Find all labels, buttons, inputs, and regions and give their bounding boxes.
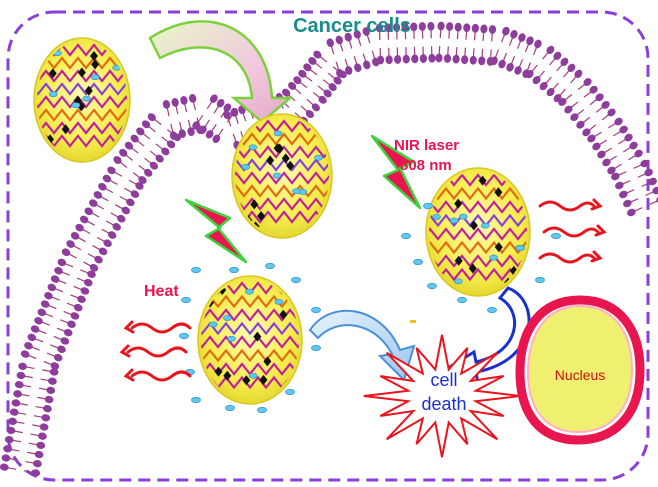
nanoparticle-icon bbox=[425, 167, 531, 297]
nanoparticle-icon bbox=[197, 275, 303, 405]
drug-molecule-icon bbox=[515, 244, 525, 252]
nucleus-label: Nucleus bbox=[555, 367, 606, 383]
heat-wave-icon bbox=[119, 320, 192, 382]
laser-label: NIR laser bbox=[394, 137, 459, 154]
heat-wave-icon bbox=[538, 198, 607, 264]
drug-molecule-icon bbox=[191, 266, 201, 274]
nanoparticles bbox=[33, 37, 531, 405]
drug-molecule-icon bbox=[535, 276, 545, 284]
drug-molecule-icon bbox=[413, 258, 423, 266]
drug-molecule-icon bbox=[229, 266, 239, 274]
drug-molecule-icon bbox=[179, 332, 189, 340]
drug-molecule-icon bbox=[423, 202, 433, 210]
drug-molecule-icon bbox=[487, 306, 497, 314]
nucleus bbox=[515, 295, 645, 445]
small-dot bbox=[410, 320, 416, 323]
curved-arrow-icon bbox=[308, 309, 416, 382]
drug-molecule-icon bbox=[551, 232, 561, 240]
cell-death-label: death bbox=[421, 394, 466, 414]
drug-molecule-icon bbox=[291, 276, 301, 284]
uptake-arrow bbox=[148, 20, 294, 124]
drug-molecule-icon bbox=[265, 262, 275, 270]
released-molecules bbox=[179, 202, 561, 414]
heat-label: Heat bbox=[144, 283, 179, 300]
drug-molecule-icon bbox=[225, 404, 235, 412]
diagram-title: Cancer cells bbox=[293, 15, 411, 37]
drug-molecule-icon bbox=[311, 344, 321, 352]
nanoparticle-icon bbox=[33, 37, 131, 163]
drug-molecule-icon bbox=[285, 388, 295, 396]
lightning-bolt-icon bbox=[184, 198, 248, 264]
drug-molecule-icon bbox=[257, 406, 267, 414]
cell-death-label: cell bbox=[430, 370, 457, 390]
laser-wavelength-label: 808 nm bbox=[400, 157, 452, 174]
drug-molecule-icon bbox=[311, 306, 321, 314]
nanoparticle-icon bbox=[231, 113, 333, 239]
drug-molecule-icon bbox=[181, 296, 191, 304]
drug-molecule-icon bbox=[191, 396, 201, 404]
cell-frame bbox=[6, 10, 650, 482]
drug-molecule-icon bbox=[401, 232, 411, 240]
drug-molecule-icon bbox=[427, 282, 437, 290]
lightning-bolt-icon bbox=[370, 134, 422, 210]
drug-molecule-icon bbox=[457, 296, 467, 304]
starburst-icon bbox=[363, 334, 521, 458]
